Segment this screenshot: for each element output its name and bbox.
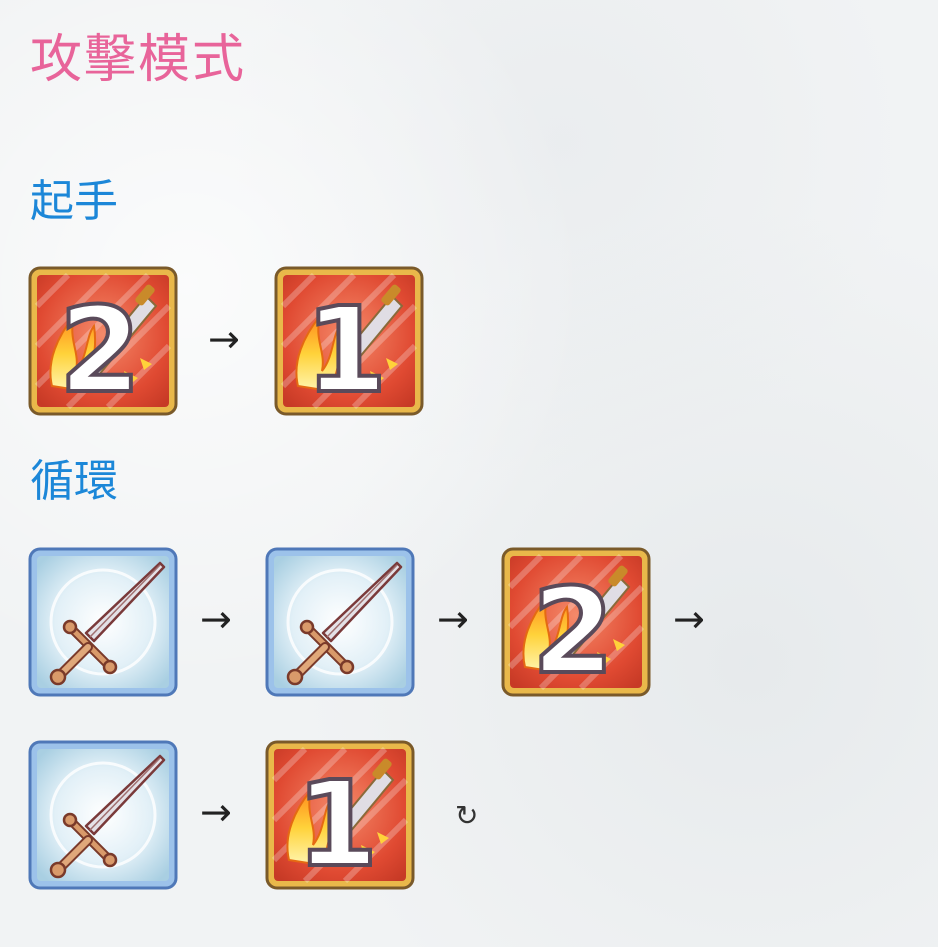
arrow-icon: → xyxy=(200,597,232,641)
skill-1-icon: 1 xyxy=(265,740,415,890)
skill-1-number: 1 xyxy=(305,281,387,416)
arrow-icon: → xyxy=(673,597,705,641)
skill-1-icon: 1 xyxy=(274,266,424,416)
page-title: 攻擊模式 xyxy=(30,30,247,90)
loop-icon: ↻ xyxy=(455,799,479,832)
skill-2-number: 2 xyxy=(532,562,614,697)
normal-attack-icon xyxy=(28,547,178,697)
normal-attack-icon xyxy=(28,740,178,890)
arrow-icon: → xyxy=(208,317,240,361)
arrow-icon: → xyxy=(200,790,232,834)
normal-attack-icon xyxy=(265,547,415,697)
skill-1-number: 1 xyxy=(296,755,378,890)
skill-2-number: 2 xyxy=(59,281,141,416)
skill-2-icon: 2 xyxy=(501,547,651,697)
section-title-cycle: 循環 xyxy=(30,456,118,507)
section-title-opening: 起手 xyxy=(30,176,118,227)
arrow-icon: → xyxy=(437,597,469,641)
skill-2-icon: 2 xyxy=(28,266,178,416)
